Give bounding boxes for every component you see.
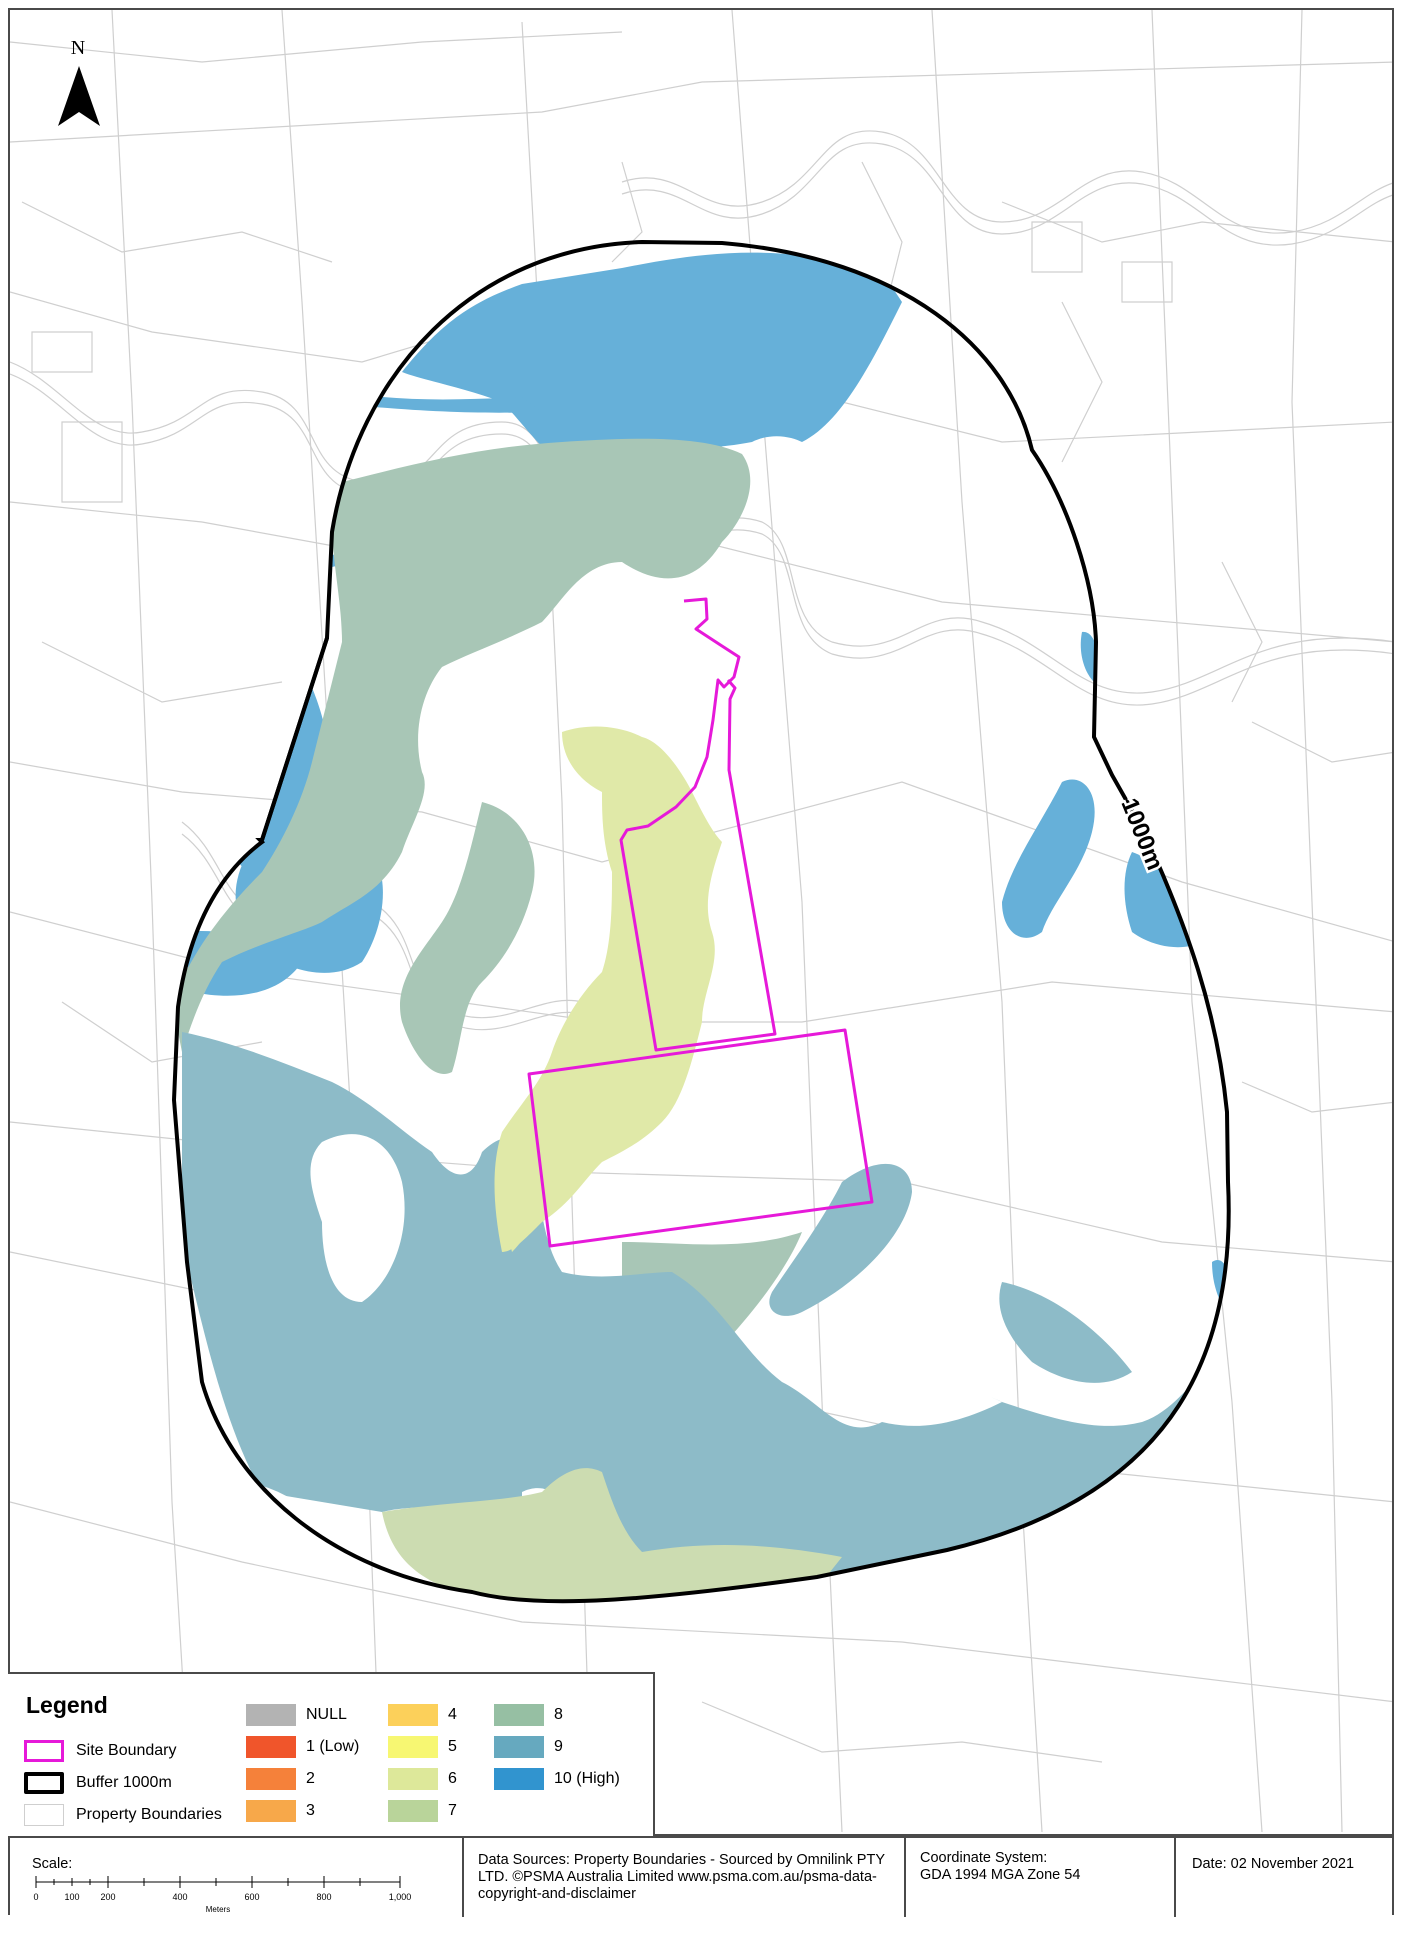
class-9-area [999, 1282, 1132, 1383]
north-arrow: N [58, 37, 100, 126]
legend-title: Legend [26, 1692, 108, 1718]
north-arrow-icon [58, 66, 100, 126]
class-10-area [1002, 779, 1095, 938]
class-10-area [402, 252, 902, 462]
site-boundary-symbol [24, 1740, 64, 1762]
class-8-area [174, 438, 751, 1052]
unclassified-area [202, 1479, 326, 1602]
buffer-symbol [24, 1772, 64, 1794]
legend-class-4: 4 [388, 1704, 457, 1726]
class-7-area [382, 1468, 842, 1602]
map-footer: Scale: [8, 1836, 1394, 1917]
legend-class-1: 1 (Low) [246, 1736, 359, 1758]
coordinate-system: Coordinate System: GDA 1994 MGA Zone 54 [920, 1850, 1170, 1929]
scale-tick-label: 200 [100, 1892, 115, 1902]
legend-class-5: 5 [388, 1736, 457, 1758]
class-label: 7 [448, 1802, 457, 1819]
coordinate-system-value: GDA 1994 MGA Zone 54 [920, 1867, 1081, 1883]
buffer-label: 1000m [1115, 794, 1168, 873]
footer-divider [462, 1838, 464, 1917]
legend-class-7: 7 [388, 1800, 457, 1822]
scale-unit: Meters [206, 1905, 230, 1914]
scale-cell: Scale: [10, 1838, 462, 1917]
value-classes-layer [174, 252, 1229, 1602]
scale-tick-label: 1,000 [389, 1892, 412, 1902]
legend-class-10: 10 (High) [494, 1768, 620, 1790]
footer-divider [1174, 1838, 1176, 1917]
legend-class-9: 9 [494, 1736, 563, 1758]
class-swatch [494, 1736, 544, 1758]
legend-class-null: NULL [246, 1704, 347, 1726]
class-label: 10 (High) [554, 1770, 620, 1787]
class-6-area [494, 726, 722, 1252]
class-label: 9 [554, 1738, 563, 1755]
coordinate-system-title: Coordinate System: [920, 1850, 1048, 1866]
class-swatch [388, 1704, 438, 1726]
scale-label: Scale: [32, 1856, 73, 1872]
legend-label: Property Boundaries [76, 1806, 222, 1823]
class-label: 3 [306, 1802, 315, 1819]
class-9-area [769, 1163, 912, 1316]
class-10-area [342, 392, 542, 413]
property-boundary-symbol [24, 1804, 64, 1826]
map-panel[interactable]: 1000m N [8, 8, 1394, 1836]
legend-class-2: 2 [246, 1768, 315, 1790]
class-8-area [400, 802, 535, 1074]
class-label: 8 [554, 1706, 563, 1723]
site-boundary [527, 597, 874, 1248]
buffer-outline-join [260, 637, 329, 841]
unclassified-area [310, 1134, 405, 1302]
legend-label: Site Boundary [76, 1742, 177, 1759]
class-6-area [504, 1118, 562, 1252]
map-canvas[interactable]: 1000m N [10, 10, 1394, 1836]
scale-bar: 0 100 200 400 600 800 1,000 Meters [33, 1876, 412, 1914]
class-swatch [494, 1704, 544, 1726]
legend-item-site-boundary: Site Boundary [24, 1740, 177, 1762]
scale-tick-label: 800 [316, 1892, 331, 1902]
class-label: 2 [306, 1770, 315, 1787]
data-sources: Data Sources: Property Boundaries - Sour… [478, 1852, 885, 1902]
class-label: 4 [448, 1706, 457, 1723]
class-swatch [246, 1736, 296, 1758]
buffer-1000m-outline [171, 239, 1231, 1604]
class-swatch [246, 1768, 296, 1790]
class-swatch [388, 1736, 438, 1758]
legend-item-buffer: Buffer 1000m [24, 1772, 172, 1794]
legend-class-6: 6 [388, 1768, 457, 1790]
legend-class-3: 3 [246, 1800, 315, 1822]
scale-tick-label: 400 [172, 1892, 187, 1902]
class-swatch [388, 1800, 438, 1822]
legend: Legend Site Boundary Buffer 1000m Proper… [8, 1672, 655, 1836]
footer-divider [904, 1838, 906, 1917]
class-swatch [246, 1800, 296, 1822]
class-label: 5 [448, 1738, 457, 1755]
legend-label: Buffer 1000m [76, 1774, 172, 1791]
class-swatch [246, 1704, 296, 1726]
scale-tick-label: 600 [244, 1892, 259, 1902]
class-swatch [494, 1768, 544, 1790]
legend-item-property-boundaries: Property Boundaries [24, 1804, 222, 1826]
unclassified-area [862, 1378, 1002, 1426]
map-date: Date: 02 November 2021 [1192, 1856, 1355, 1872]
class-swatch [388, 1768, 438, 1790]
class-10-area [1124, 852, 1202, 948]
scale-tick-label: 100 [64, 1892, 79, 1902]
class-label: 1 (Low) [306, 1738, 360, 1755]
class-label: NULL [306, 1706, 347, 1723]
class-label: 6 [448, 1770, 457, 1787]
legend-class-8: 8 [494, 1704, 563, 1726]
north-label: N [71, 37, 85, 59]
scale-tick-label: 0 [33, 1892, 38, 1902]
class-9-area [182, 1032, 1217, 1582]
